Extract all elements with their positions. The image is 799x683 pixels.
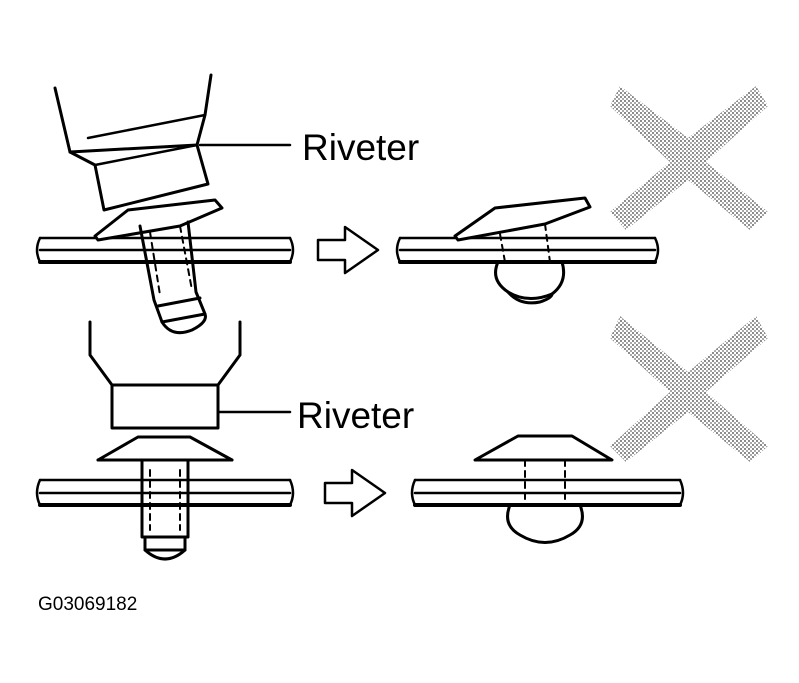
plate-top-right bbox=[395, 236, 660, 264]
arrow-right-bottom bbox=[323, 468, 387, 518]
plate-top-left bbox=[35, 236, 295, 264]
rivet-tilted-after bbox=[453, 196, 592, 305]
rivet-straight-after bbox=[473, 434, 614, 544]
arrow-right-top bbox=[316, 225, 380, 275]
x-mark-icon bbox=[610, 316, 768, 462]
riveter-tool-straight bbox=[88, 320, 242, 430]
figure-code: G03069182 bbox=[38, 594, 137, 615]
riveter-tool-tilted bbox=[53, 73, 213, 212]
riveter-label-top: Riveter bbox=[302, 127, 419, 168]
riveter-label-bottom: Riveter bbox=[297, 395, 414, 436]
x-mark-icon bbox=[610, 86, 768, 230]
rivet-tilted-before bbox=[93, 198, 224, 335]
rivet-straight-before bbox=[96, 435, 234, 561]
plate-bottom-left bbox=[35, 478, 295, 507]
plate-bottom-right bbox=[410, 478, 685, 507]
